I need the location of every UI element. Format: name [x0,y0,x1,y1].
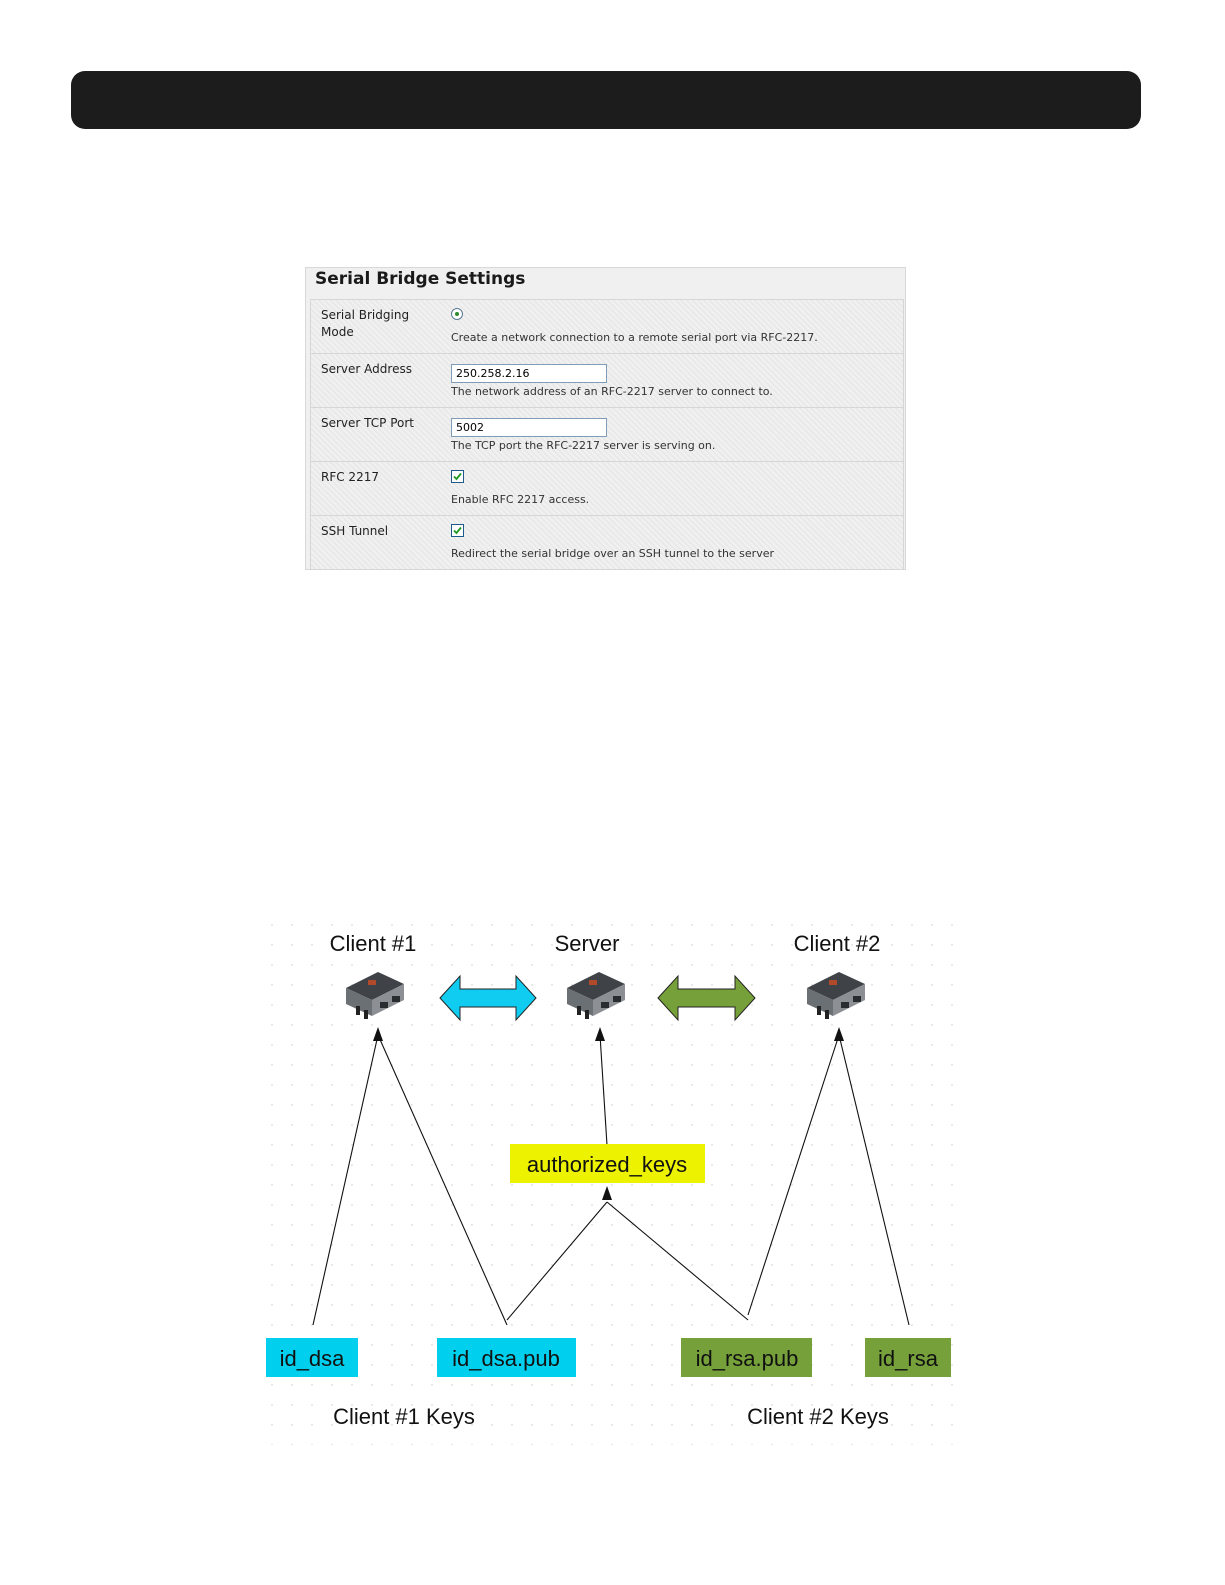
arrowheads [373,1027,844,1200]
id-dsa-box: id_dsa [266,1338,358,1377]
row-description: Redirect the serial bridge over an SSH t… [451,547,774,560]
client2-keys-label: Client #2 Keys [747,1404,889,1429]
server-client2-double-arrow [657,974,756,1022]
client1-title: Client #1 [330,931,417,956]
row-description: The TCP port the RFC-2217 server is serv… [451,439,716,452]
connector-lines [312,1034,910,1326]
row-label: Serial Bridging Mode [321,308,410,339]
row-server-address: Server Address The network address of an… [311,354,903,408]
server-title: Server [555,931,620,956]
id-rsa-label: id_rsa [878,1346,939,1371]
radio-selected-dot [455,312,459,316]
rfc-2217-checkbox[interactable] [451,470,464,483]
row-description: Enable RFC 2217 access. [451,493,590,506]
server-tcp-port-input[interactable] [451,418,607,437]
row-serial-bridging-mode: Serial Bridging Mode Create a network co… [311,300,903,354]
row-ssh-tunnel: SSH Tunnel Redirect the serial bridge ov… [311,516,903,570]
header-bar [71,71,1141,129]
row-label: Server Address [321,362,412,376]
authorized-keys-box: authorized_keys [510,1144,705,1183]
ssh-tunnel-checkbox[interactable] [451,524,464,537]
id-dsa-pub-label: id_dsa.pub [452,1346,560,1371]
authorized-keys-label: authorized_keys [527,1152,687,1177]
row-label: RFC 2217 [321,470,379,484]
row-server-tcp-port: Server TCP Port The TCP port the RFC-221… [311,408,903,462]
id-rsa-pub-label: id_rsa.pub [696,1346,799,1371]
server-address-input[interactable] [451,364,607,383]
client2-title: Client #2 [794,931,881,956]
checkmark-icon [453,472,462,481]
checkmark-icon [453,526,462,535]
ssh-key-diagram: Client #1 Server Client #2 authorized_ke… [262,915,962,1445]
serial-bridging-mode-radio[interactable] [451,308,463,320]
panel-title: Serial Bridge Settings [315,269,526,289]
settings-rows: Serial Bridging Mode Create a network co… [310,299,904,570]
id-dsa-pub-box: id_dsa.pub [437,1338,576,1377]
row-label: SSH Tunnel [321,524,389,538]
id-dsa-label: id_dsa [280,1346,346,1371]
id-rsa-pub-box: id_rsa.pub [681,1338,812,1377]
client1-keys-label: Client #1 Keys [333,1404,475,1429]
row-description: Create a network connection to a remote … [451,331,818,344]
row-description: The network address of an RFC-2217 serve… [451,385,773,398]
row-rfc-2217: RFC 2217 Enable RFC 2217 access. [311,462,903,516]
row-label: Server TCP Port [321,416,415,430]
serial-bridge-settings-panel: Serial Bridge Settings Serial Bridging M… [305,267,906,570]
client1-server-double-arrow [439,974,537,1022]
id-rsa-box: id_rsa [865,1338,951,1377]
